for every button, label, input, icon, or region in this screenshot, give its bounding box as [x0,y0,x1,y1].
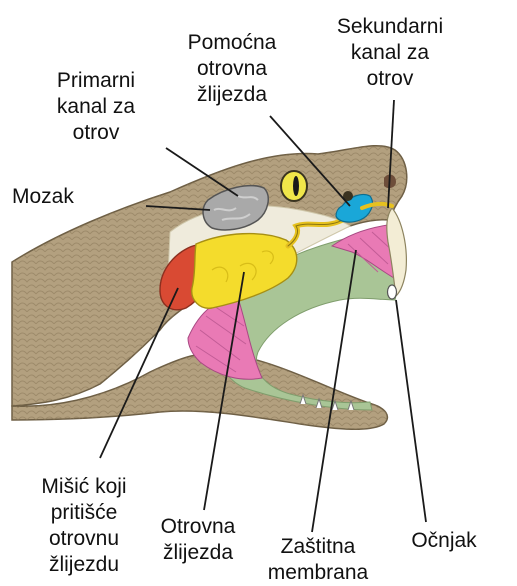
leader-ocnjak [396,300,426,522]
replacement-fang [388,285,397,299]
label-misic: Mišić koji pritišće otrovnu žlijezdu [20,474,148,578]
label-zastitna-membrana: Zaštitna membrana [258,534,378,586]
label-pomocna-otrovna-zlijezda: Pomoćna otrovna žlijezda [176,30,288,108]
label-otrovna-zlijezda: Otrovna žlijezda [146,514,250,566]
label-ocnjak: Očnjak [394,528,494,554]
label-sekundarni-kanal: Sekundarni kanal za otrov [330,14,450,92]
label-primarni-kanal: Primarni kanal za otrov [40,68,152,146]
eye-pupil [293,176,299,196]
label-mozak: Mozak [12,184,112,210]
